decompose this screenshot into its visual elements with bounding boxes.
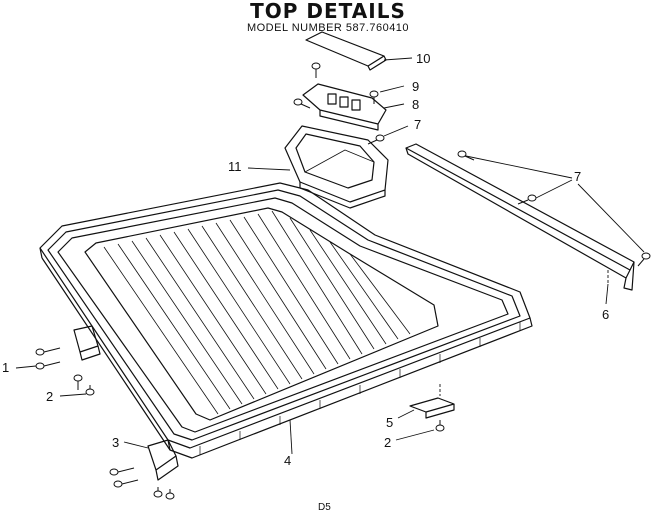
callout-1: 1 [2, 360, 10, 375]
leader-lines [15, 57, 645, 455]
callout-10: 10 [416, 51, 431, 66]
screws [35, 62, 651, 500]
callout-8: 8 [412, 97, 420, 112]
page-code: D5 [318, 502, 331, 513]
bezel-part [302, 83, 387, 131]
hinge-left-lower [147, 439, 179, 481]
callout-7-right: 7 [574, 169, 582, 184]
callout-9: 9 [412, 79, 420, 94]
hinge-left-upper [73, 325, 101, 361]
callout-11: 11 [228, 159, 242, 174]
model-number: MODEL NUMBER 587.760410 [246, 22, 410, 34]
callout-5: 5 [386, 415, 394, 430]
cover-plate-part [305, 31, 387, 71]
top-panel-part [39, 182, 533, 459]
console-housing-part [284, 125, 389, 209]
callout-2-right: 2 [384, 435, 392, 450]
diagram-title: TOP DETAILS [250, 0, 406, 23]
callout-6: 6 [602, 307, 610, 322]
bracket-part [409, 397, 455, 419]
trim-strip-part [405, 143, 635, 291]
callout-3: 3 [112, 435, 120, 450]
callout-4: 4 [284, 453, 292, 468]
callout-7-upper: 7 [414, 117, 422, 132]
callout-2-left: 2 [46, 389, 54, 404]
